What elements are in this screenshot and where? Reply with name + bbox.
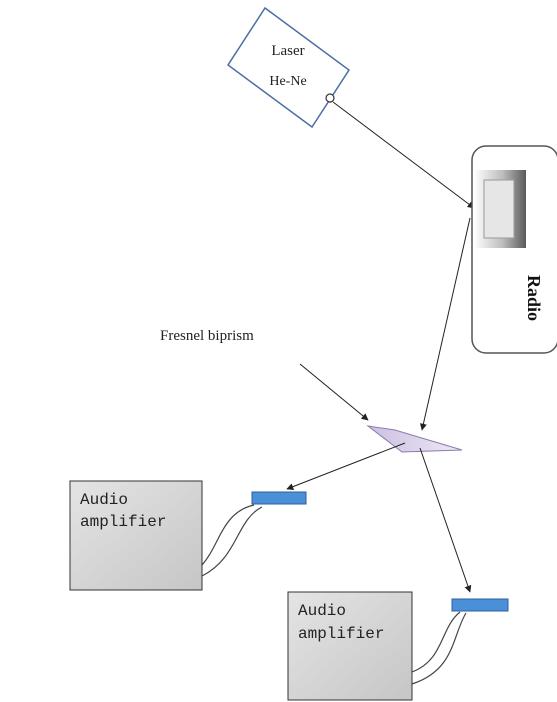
biprism-label: Fresnel biprism xyxy=(160,328,254,344)
laser-box xyxy=(226,6,351,129)
radio-device: Radio xyxy=(471,145,557,354)
amplifier-right-label-line1: Audio xyxy=(298,602,346,620)
amplifier-left-box xyxy=(69,480,203,591)
left-detector xyxy=(251,491,307,505)
laser-aperture xyxy=(325,93,335,103)
left-cable-2 xyxy=(201,506,263,577)
amplifier-left-label-line2: amplifier xyxy=(80,513,166,531)
amplifier-left-label-line1: Audio xyxy=(80,491,128,509)
left-detector-assembly xyxy=(201,491,307,577)
amplifier-right-label-line2: amplifier xyxy=(298,625,384,643)
beam-to-left-detector xyxy=(286,442,406,490)
beam-to-right-detector xyxy=(419,447,472,593)
radio-label: Radio xyxy=(524,275,544,321)
left-cable xyxy=(201,504,255,566)
laser-label: Laser xyxy=(271,43,304,59)
radio-speaker-inner xyxy=(483,179,515,239)
right-cable-2 xyxy=(411,612,467,685)
right-detector-assembly xyxy=(411,598,509,685)
right-detector xyxy=(451,598,509,612)
fresnel-biprism xyxy=(366,425,463,453)
beam-radio-to-biprism xyxy=(419,217,471,431)
amplifier-right-box xyxy=(287,591,413,701)
laser-device: Laser He-Ne xyxy=(226,6,351,129)
right-cable xyxy=(411,611,461,673)
audio-amplifier-right: Audio amplifier xyxy=(287,591,413,701)
audio-amplifier-left: Audio amplifier xyxy=(69,480,203,591)
biprism-pointer xyxy=(299,363,369,421)
laser-beam-to-radio xyxy=(332,101,475,209)
laser-model-label: He-Ne xyxy=(269,74,306,89)
